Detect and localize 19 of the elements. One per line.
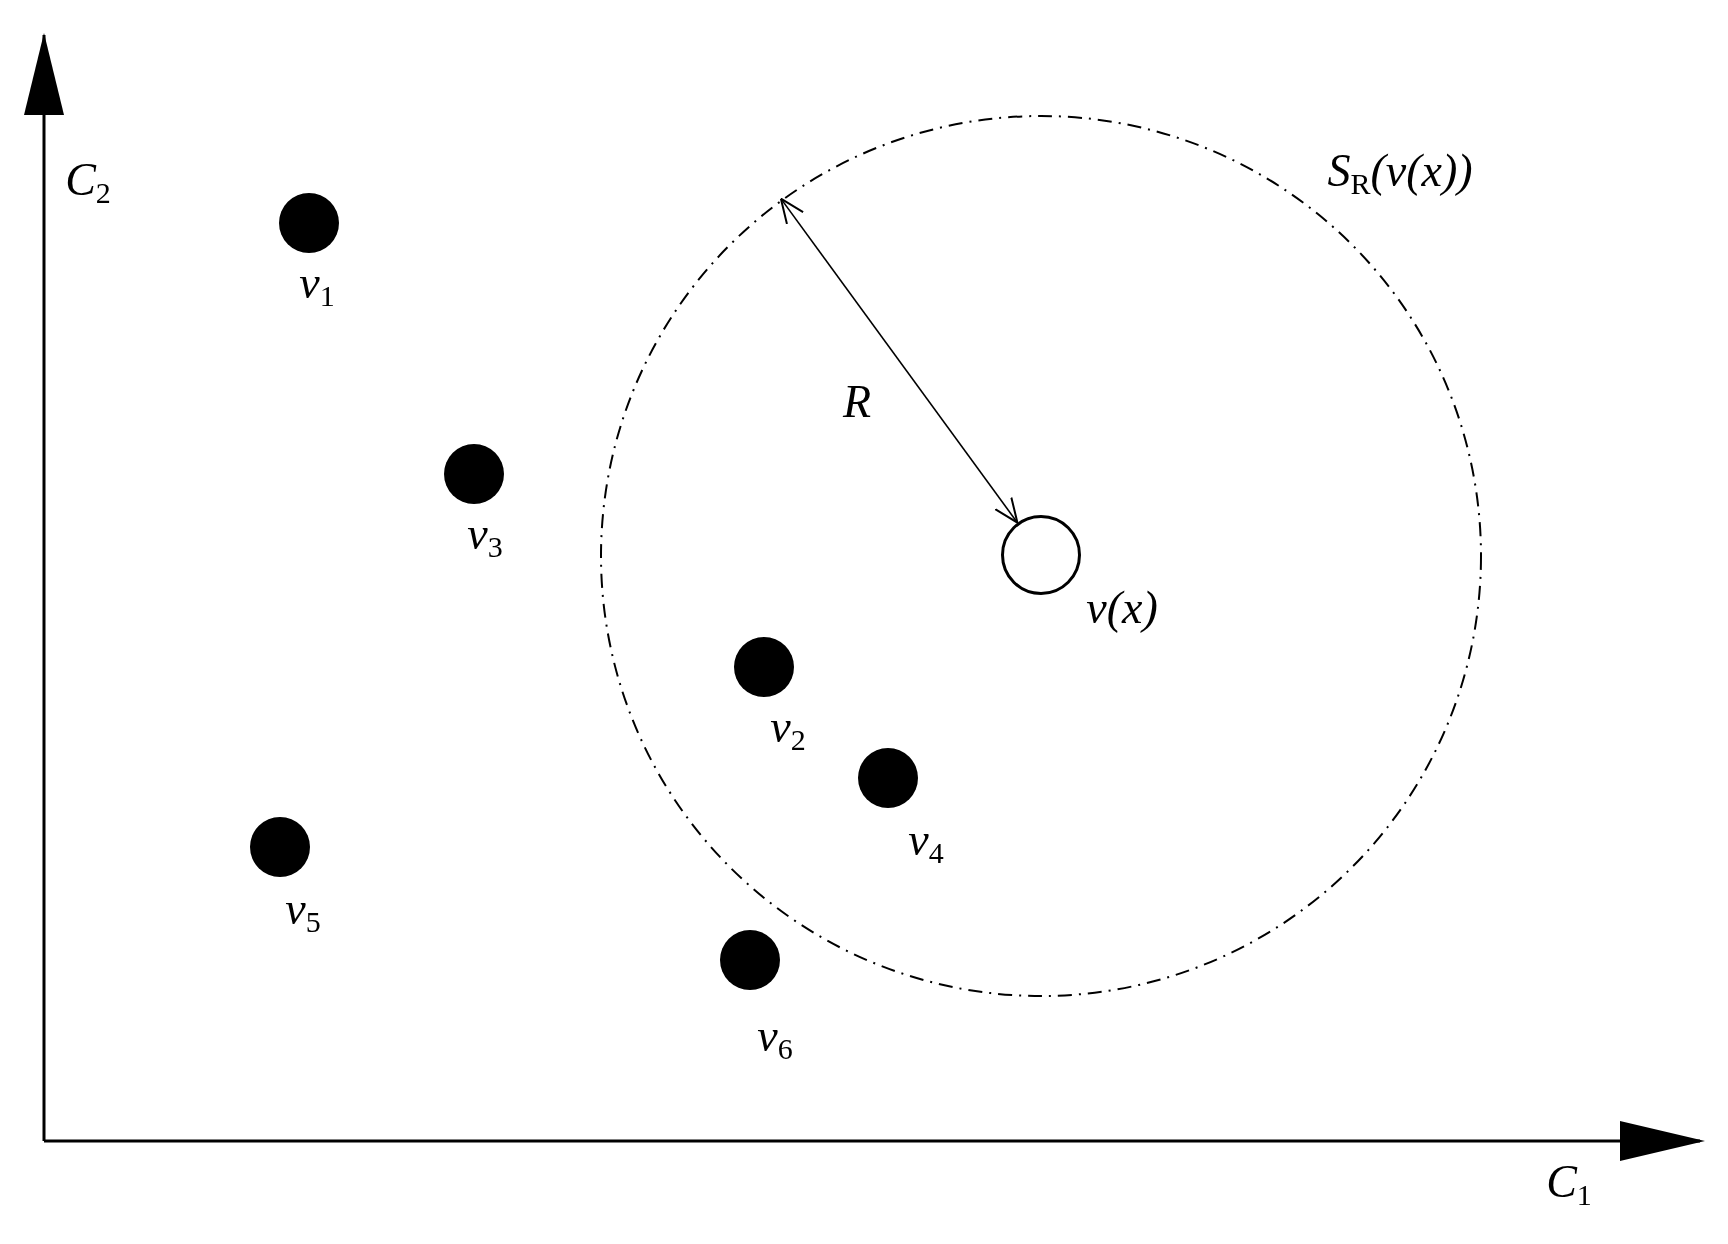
circle-label: S$_{R}$(v(x)) bbox=[1327, 148, 1473, 194]
point-label: v(x) bbox=[1086, 585, 1158, 631]
data-point bbox=[734, 637, 794, 697]
open-circle bbox=[1001, 515, 1081, 595]
axis-label: C$_{1}$ bbox=[1546, 1159, 1592, 1205]
point-label: v$_{1}$ bbox=[299, 260, 335, 306]
data-point bbox=[444, 444, 504, 504]
arrow bbox=[779, 197, 1019, 524]
data-point bbox=[250, 817, 310, 877]
point-label: v$_{6}$ bbox=[757, 1013, 793, 1059]
data-point bbox=[858, 748, 918, 808]
axis-label: C$_{2}$ bbox=[65, 157, 111, 203]
point-label: v$_{5}$ bbox=[285, 886, 321, 932]
point-label: v$_{2}$ bbox=[770, 704, 806, 750]
edge-label: R bbox=[842, 379, 872, 425]
point-label: v$_{4}$ bbox=[908, 817, 944, 863]
point-label: v$_{3}$ bbox=[467, 511, 503, 557]
data-point bbox=[279, 193, 339, 253]
data-point bbox=[720, 930, 780, 990]
